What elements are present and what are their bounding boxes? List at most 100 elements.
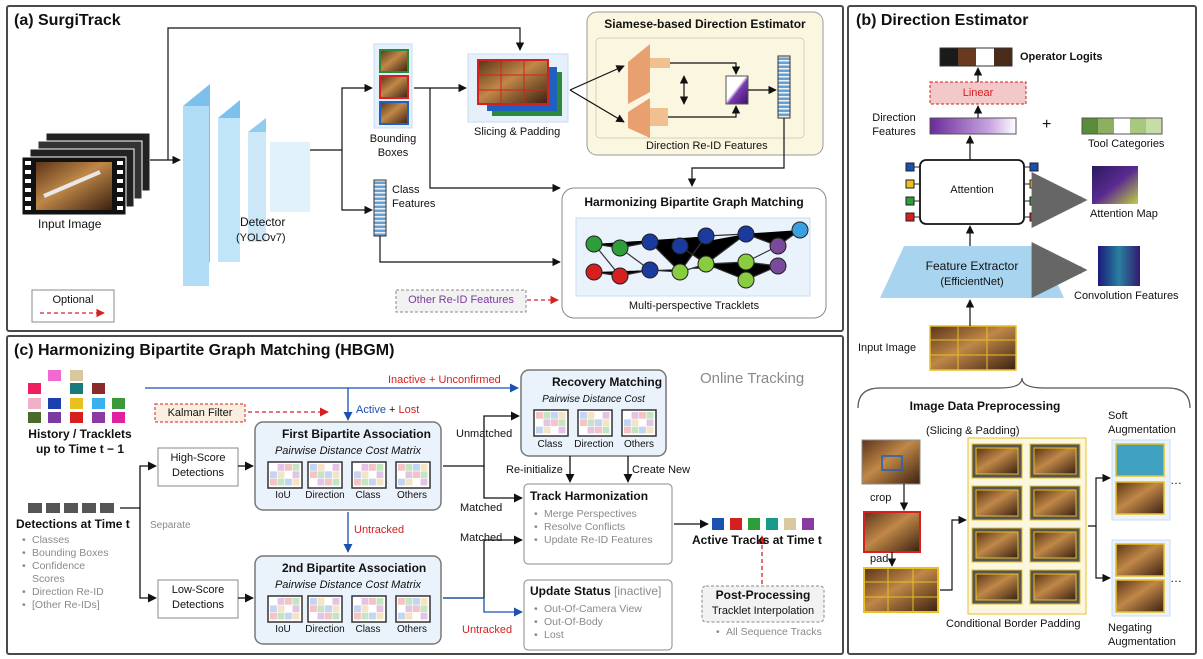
matrix-cell <box>587 412 595 419</box>
matrix-cell <box>310 471 317 479</box>
crop-source-image <box>861 439 921 485</box>
matrix-cell <box>325 478 332 486</box>
feature-extractor-trapezoid <box>880 246 1064 298</box>
matrix-cell <box>369 605 376 613</box>
matrix-cell <box>639 426 646 434</box>
matched-label-1: Matched <box>460 502 503 514</box>
matrix-cell <box>420 478 428 486</box>
kalman-box <box>154 403 246 423</box>
slicing-padding-b-label: (Slicing & Padding) <box>926 425 1020 437</box>
m1-iou: IoU <box>275 490 291 501</box>
matrix-cell <box>361 605 369 613</box>
detection-item: Confidence <box>22 560 108 573</box>
panel-c-title: (c) Harmonizing Bipartite Graph Matching… <box>14 342 395 359</box>
matrix-cell <box>413 471 420 479</box>
matrix-cell <box>285 471 292 479</box>
soft-aug-label-2: Augmentation <box>1108 424 1176 436</box>
soft-aug-label-1: Soft <box>1108 410 1128 422</box>
matrix-cell <box>369 598 376 605</box>
matrix-cell <box>369 464 376 471</box>
panel-c-arrows <box>120 383 767 617</box>
detections-squares <box>28 503 114 513</box>
legend-optional-label: Optional <box>52 294 94 306</box>
tool-categories-label: Tool Categories <box>1088 138 1165 150</box>
matrix-cell <box>361 478 369 486</box>
matrix-cell <box>413 605 420 613</box>
matrix-cell <box>580 419 587 427</box>
matrix-cell <box>310 598 317 605</box>
slicing-padding-label: Slicing & Padding <box>474 126 561 138</box>
matrix-cell <box>270 612 277 620</box>
matrix-cell <box>332 605 340 613</box>
active-tracks-squares <box>712 518 814 530</box>
r-others: Others <box>623 439 654 450</box>
feature-extractor-label: Feature Extractor <box>925 259 1019 273</box>
first-cost-label: Pairwise Distance Cost Matrix <box>274 445 422 457</box>
post-processing-title: Post-Processing <box>715 588 811 602</box>
negating-ellipsis: … <box>1170 571 1182 585</box>
history-color-grid <box>28 370 125 423</box>
matrix-cell <box>270 478 277 486</box>
matrix-cell <box>405 471 413 479</box>
matrix-cell <box>536 412 543 419</box>
harmonization-item: Update Re-ID Features <box>534 534 653 547</box>
lost-word: Lost <box>398 404 420 416</box>
siamese-inner <box>595 37 805 139</box>
matrix-cell <box>631 426 639 434</box>
matrix-cell <box>602 419 610 427</box>
preprocessing-brace <box>857 377 1191 409</box>
panel-a-arrows <box>150 27 785 267</box>
matrix-cell <box>277 605 285 613</box>
detections-list: Classes Bounding Boxes Confidence Scores… <box>20 534 109 612</box>
reinitialize-label: Re-initialize <box>506 464 563 476</box>
direction-reid-vector <box>777 55 791 119</box>
history-label-2: up to Time t − 1 <box>35 442 125 456</box>
siamese-title: Siamese-based Direction Estimator <box>604 17 806 31</box>
matrix-cell <box>639 412 646 419</box>
matrix-cell <box>398 471 405 479</box>
matrix-cell <box>413 478 420 486</box>
panel-a-frame <box>6 5 844 332</box>
matrix-cell <box>277 612 285 620</box>
matrix-cell <box>376 471 384 479</box>
matrix-cell <box>420 471 428 479</box>
kalman-label: Kalman Filter <box>167 407 233 419</box>
matrix-cell <box>595 426 602 434</box>
soft-ellipsis: … <box>1170 473 1182 487</box>
matrix-cell <box>325 612 332 620</box>
matrix-cell <box>639 419 646 427</box>
matrix-cell <box>369 471 376 479</box>
attention-map-image <box>1092 166 1138 204</box>
matrix-cell <box>325 471 332 479</box>
matrix-cell <box>587 419 595 427</box>
matrix-cell <box>595 419 602 427</box>
harmonization-title: Track Harmonization <box>530 489 649 503</box>
matrix-cell <box>292 598 300 605</box>
matrix-cell <box>405 612 413 620</box>
unmatched-label: Unmatched <box>456 428 513 440</box>
detection-item: Classes <box>22 534 108 547</box>
plus-sign-b: + <box>1042 116 1052 133</box>
operator-logits-label: Operator Logits <box>1020 51 1103 63</box>
matrix-cell <box>285 612 292 620</box>
matrix-cell <box>277 471 285 479</box>
matrix-cell <box>536 426 543 434</box>
attention-map-label: Attention Map <box>1090 208 1158 220</box>
post-processing-box <box>701 585 825 623</box>
update-status-tag: [inactive] <box>614 584 662 598</box>
low-score-label-1: Low-Score <box>171 584 225 596</box>
class-features-vector <box>373 179 387 237</box>
negating-aug-label-2: Augmentation <box>1108 636 1176 648</box>
m1-class: Class <box>355 490 381 501</box>
matrix-cell <box>558 419 566 427</box>
matrix-cell <box>361 464 369 471</box>
border-padding-label: Conditional Border Padding <box>946 618 1081 630</box>
first-assoc-title: First Bipartite Association <box>282 427 431 441</box>
create-new-label: Create New <box>632 464 691 476</box>
tool-categories-bar <box>1081 117 1163 135</box>
tracklets-label: Multi-perspective Tracklets <box>628 300 760 312</box>
high-score-label-1: High-Score <box>170 452 226 464</box>
other-reid-box <box>395 289 527 313</box>
update-status-title: Update Status [inactive] <box>530 584 662 599</box>
separate-label: Separate <box>150 520 191 531</box>
